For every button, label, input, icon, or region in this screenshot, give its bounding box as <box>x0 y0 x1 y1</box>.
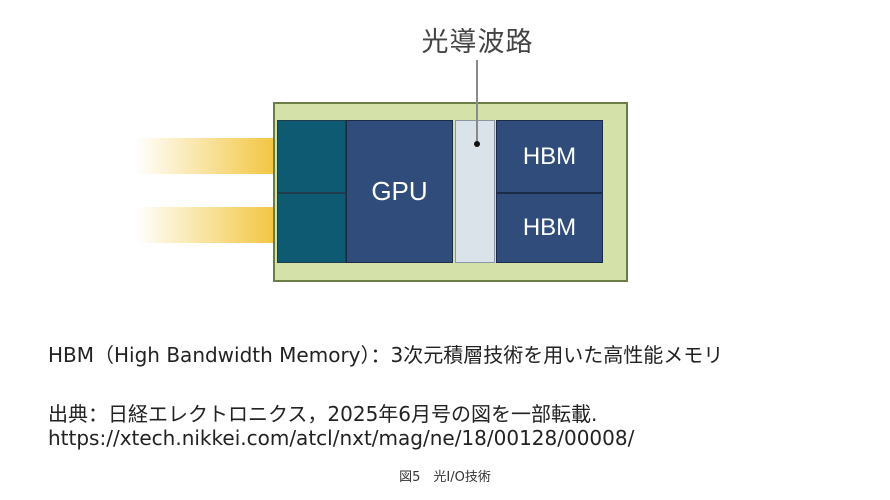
gpu-label: GPU <box>371 176 428 206</box>
hbm-chip-top: HBM <box>496 120 603 193</box>
hbm-definition-note: HBM（High Bandwidth Memory）：3次元積層技術を用いた高性… <box>48 343 724 367</box>
hbm-label-top: HBM <box>522 142 577 170</box>
hbm-chip-bottom: HBM <box>496 193 603 263</box>
light-beam-bottom <box>135 207 275 243</box>
optical-io-block-bottom <box>277 193 346 263</box>
waveguide-leader-line <box>476 60 478 143</box>
gpu-chip: GPU <box>346 120 453 263</box>
source-credit: 出典：日経エレクトロニクス，2025年6月号の図を一部転載. <box>48 402 598 426</box>
waveguide-label: 光導波路 <box>421 27 534 58</box>
hbm-label-bottom: HBM <box>522 214 577 241</box>
source-url: https://xtech.nikkei.com/atcl/nxt/mag/ne… <box>48 426 635 450</box>
light-beam-top <box>135 138 275 174</box>
waveguide-marker-dot <box>474 141 480 147</box>
optical-io-block-top <box>277 120 346 193</box>
figure-caption: 図5 光I/O技術 <box>399 470 491 485</box>
